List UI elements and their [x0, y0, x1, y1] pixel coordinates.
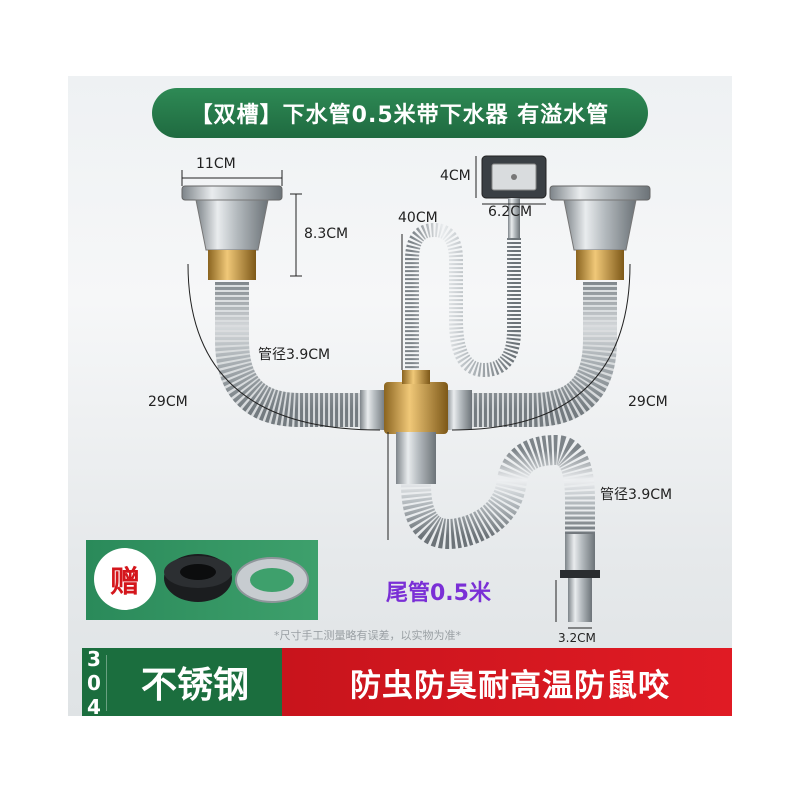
strainer-width-label: 11CM [196, 156, 236, 172]
overflow-width-label: 6.2CM [488, 204, 533, 220]
left-pipe [215, 282, 372, 427]
overflow-hose [405, 222, 521, 378]
features-banner [282, 648, 732, 716]
right-strainer [549, 185, 651, 280]
measurement-note: *尺寸手工测量略有误差，以实物为准* [274, 629, 461, 642]
tail-pipe-label: 尾管0.5米 [386, 581, 491, 606]
grade-label: 304 [82, 647, 107, 719]
s-trap-pipe [401, 434, 595, 549]
right-pipe-diameter-label: 管径3.9CM [600, 487, 673, 503]
product-title: 【双槽】下水管0.5米带下水器 有溢水管 [152, 88, 648, 138]
left-pipe-diameter-label: 管径3.9CM [258, 347, 331, 363]
material-banner [82, 648, 282, 716]
right-length-label: 29CM [628, 394, 668, 410]
overflow-hose-label: 40CM [398, 210, 438, 226]
dimension-lines [181, 156, 631, 629]
right-pipe [460, 282, 617, 427]
tail-diameter-label: 3.2CM [558, 631, 596, 645]
features-label: 防虫防臭耐高温防鼠咬 [350, 667, 670, 704]
gift-badge: 赠 [94, 548, 156, 610]
left-length-label: 29CM [148, 394, 188, 410]
material-label: 不锈钢 [140, 665, 249, 706]
tail-pipe [560, 534, 600, 622]
strainer-height-label: 8.3CM [304, 226, 349, 242]
brass-tee [360, 370, 472, 484]
overflow-height-label: 4CM [440, 168, 471, 184]
left-strainer [181, 185, 283, 280]
overflow-box [481, 155, 547, 238]
